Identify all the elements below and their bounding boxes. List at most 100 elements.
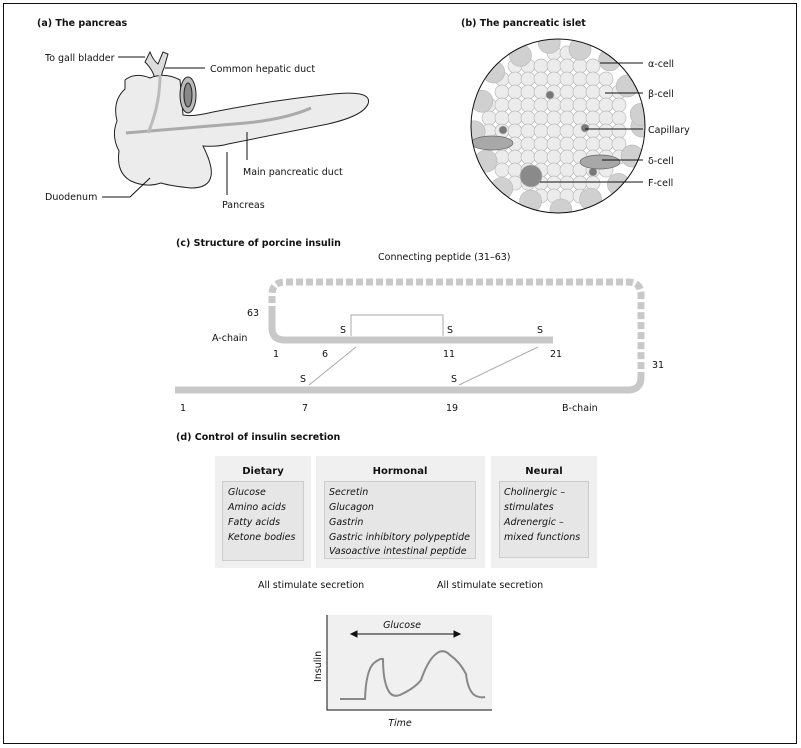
beta-cell xyxy=(559,71,575,87)
beta-cell xyxy=(585,84,601,100)
sulfur-a6: S xyxy=(340,325,346,336)
insulin-response-graph: Insulin Time Glucose xyxy=(313,615,492,729)
beta-cell xyxy=(546,58,562,74)
neural-item: Cholinergic – xyxy=(504,487,565,498)
beta-cell xyxy=(572,71,588,87)
beta-cell xyxy=(559,136,575,152)
capillary xyxy=(498,125,508,135)
beta-cell xyxy=(559,123,575,139)
label-a6: 6 xyxy=(322,349,328,360)
beta-cell xyxy=(559,58,575,74)
disulfide-bonds xyxy=(308,314,539,386)
beta-cell xyxy=(559,97,575,113)
label-capillary: Capillary xyxy=(648,125,690,136)
label-f-cell: F-cell xyxy=(648,178,673,189)
beta-cell xyxy=(533,110,549,126)
label-delta-cell: δ-cell xyxy=(648,156,674,167)
group-neural: Neural Cholinergic – stimulates Adrenerg… xyxy=(491,456,597,568)
label-b7: 7 xyxy=(302,403,308,414)
sulfur-a20: S xyxy=(537,325,543,336)
neural-item: mixed functions xyxy=(504,532,580,543)
beta-cell xyxy=(546,175,562,191)
delta-cell xyxy=(579,154,621,170)
beta-cell xyxy=(559,110,575,126)
beta-cell xyxy=(559,175,575,191)
dietary-item: Ketone bodies xyxy=(228,532,296,543)
label-a1: 1 xyxy=(273,349,279,360)
beta-cell xyxy=(572,110,588,126)
insulin-chains xyxy=(175,278,645,394)
beta-cell xyxy=(494,84,510,100)
beta-cell xyxy=(611,123,627,139)
hormonal-heading: Hormonal xyxy=(373,466,428,477)
beta-cell xyxy=(546,123,562,139)
beta-cell xyxy=(598,71,614,87)
note-hormonal: All stimulate secretion xyxy=(437,580,543,591)
beta-cell xyxy=(533,123,549,139)
beta-cell xyxy=(572,84,588,100)
label-b1: 1 xyxy=(180,403,186,414)
label-gall-bladder: To gall bladder xyxy=(44,53,115,64)
label-connecting-peptide: Connecting peptide (31–63) xyxy=(378,252,511,263)
label-main-pancreatic-duct: Main pancreatic duct xyxy=(243,167,343,178)
f-cell xyxy=(519,164,543,188)
graph-axes xyxy=(326,615,492,711)
dietary-item: Glucose xyxy=(228,487,266,498)
beta-cell xyxy=(559,162,575,178)
panel-b-title: (b) The pancreatic islet xyxy=(461,18,586,29)
beta-cell xyxy=(585,110,601,126)
beta-cell xyxy=(520,136,536,152)
capillary xyxy=(580,123,590,133)
beta-cell xyxy=(585,136,601,152)
beta-cell xyxy=(559,84,575,100)
beta-cell xyxy=(533,58,549,74)
beta-cell xyxy=(598,97,614,113)
alpha-cell xyxy=(549,198,573,213)
beta-cell xyxy=(546,149,562,165)
sulfur-b19: S xyxy=(451,374,457,385)
beta-cell xyxy=(546,97,562,113)
panel-d-title: (d) Control of insulin secretion xyxy=(176,432,341,443)
beta-cell xyxy=(507,97,523,113)
neural-item: stimulates xyxy=(504,502,554,513)
beta-cell xyxy=(598,110,614,126)
hormonal-item: Gastric inhibitory polypeptide xyxy=(329,532,470,543)
sulfur-a11: S xyxy=(447,325,453,336)
beta-cell xyxy=(546,162,562,178)
label-common-hepatic-duct: Common hepatic duct xyxy=(210,64,315,75)
neural-item: Adrenergic – xyxy=(503,517,564,528)
label-a21: 21 xyxy=(550,349,562,360)
beta-cell xyxy=(572,97,588,113)
dietary-item: Fatty acids xyxy=(228,517,280,528)
beta-cell xyxy=(520,123,536,139)
islet-cells xyxy=(471,39,645,213)
beta-cell xyxy=(520,84,536,100)
sulfur-b7: S xyxy=(300,374,306,385)
neural-heading: Neural xyxy=(525,466,562,477)
panel-a-leaders xyxy=(102,56,248,198)
label-63: 63 xyxy=(247,308,259,319)
delta-cell xyxy=(471,135,514,151)
beta-cell xyxy=(533,71,549,87)
beta-cell xyxy=(546,71,562,87)
label-a11: 11 xyxy=(443,349,455,360)
beta-cell xyxy=(507,149,523,165)
group-dietary: Dietary Glucose Amino acids Fatty acids … xyxy=(215,456,311,568)
a-chain-bar xyxy=(268,313,553,344)
beta-cell xyxy=(533,97,549,113)
beta-cell xyxy=(611,97,627,113)
label-alpha-cell: α-cell xyxy=(648,59,674,70)
beta-cell xyxy=(494,110,510,126)
panel-c-title: (c) Structure of porcine insulin xyxy=(176,238,341,249)
beta-cell xyxy=(598,123,614,139)
glucose-label: Glucose xyxy=(383,620,421,631)
alpha-cell xyxy=(537,39,561,54)
group-hormonal: Hormonal Secretin Glucagon Gastrin Gastr… xyxy=(316,456,485,568)
beta-cell xyxy=(611,110,627,126)
beta-cell xyxy=(585,71,601,87)
beta-cell xyxy=(533,149,549,165)
hormonal-item: Secretin xyxy=(329,487,368,498)
beta-cell xyxy=(572,58,588,74)
label-beta-cell: β-cell xyxy=(648,89,674,100)
